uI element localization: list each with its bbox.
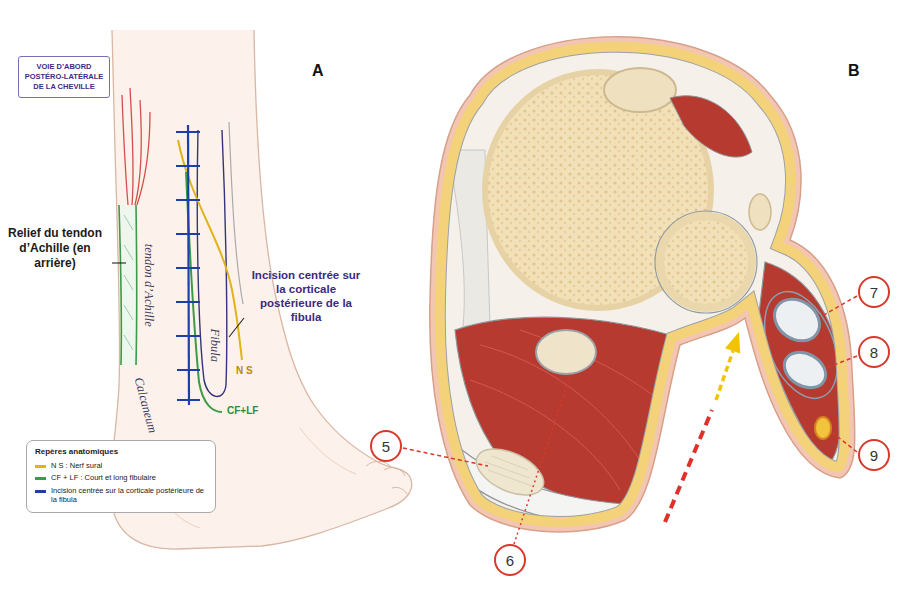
tendon-fibres — [485, 456, 532, 486]
section-ground — [430, 37, 855, 532]
section-interior — [430, 37, 855, 532]
toe-line — [392, 487, 407, 494]
fibula-bone — [660, 216, 752, 308]
legend-text: Incision centrée sur la corticale postér… — [51, 486, 207, 505]
panel-letter: A — [312, 62, 324, 80]
callout-circle: 5 — [369, 429, 403, 463]
callout-leader — [514, 376, 570, 544]
title-box: VOIE D’ABORD POSTÉRO-LATÉRALE DE LA CHEV… — [18, 56, 110, 98]
legend-text: CF + LF : Court et long fibulaire — [51, 473, 156, 482]
legend-box: Repères anatomiques N S : Nerf sural CF + … — [26, 440, 216, 513]
callout-leader — [822, 296, 857, 316]
sural-nerve-section — [815, 417, 831, 439]
skin-layer — [430, 37, 855, 532]
fascia-layer — [430, 37, 855, 532]
approach-path — [665, 410, 712, 522]
legend-heading: Repères anatomiques — [35, 447, 207, 457]
toe-line — [366, 461, 392, 468]
legend-row: N S : Nerf sural — [35, 461, 207, 470]
legend-row: CF + LF : Court et long fibulaire — [35, 473, 207, 482]
tendon-label: CF+LF — [227, 405, 258, 416]
handwritten-label: Fibula — [208, 328, 221, 361]
arrow-head — [725, 332, 740, 354]
small-tendon — [749, 194, 771, 230]
callout-leader — [403, 448, 488, 466]
callout-leader — [826, 356, 857, 368]
cross-section — [403, 37, 857, 544]
legend-swatch — [35, 477, 46, 480]
skin-outline — [430, 37, 855, 532]
callout-circle: 9 — [857, 438, 891, 472]
handwritten-label: tendon d’Achille — [142, 243, 155, 326]
anterior-tendon — [604, 68, 676, 112]
toe-line — [384, 468, 405, 476]
muscle-line — [135, 100, 141, 205]
peroneus-tendon — [778, 345, 832, 395]
callout-number: 9 — [857, 438, 891, 472]
fibula-outline — [197, 130, 227, 396]
anterior-muscle — [670, 96, 752, 157]
legend-row: Incision centrée sur la corticale postér… — [35, 486, 207, 505]
ankle-crease — [300, 428, 356, 474]
approach-arrow — [716, 351, 733, 400]
achilles-hatch — [124, 215, 133, 350]
achilles-tendon — [119, 205, 137, 365]
muscle-line — [137, 112, 150, 205]
callout-leader — [833, 433, 857, 452]
nerve-label: N S — [236, 365, 253, 376]
title-text: VOIE D’ABORD POSTÉRO-LATÉRALE DE LA CHEV… — [23, 62, 105, 92]
callout-number: 8 — [857, 335, 891, 369]
leader-label: Incision centrée sur la corticale postér… — [248, 268, 364, 324]
muscle-line — [130, 88, 133, 205]
callout-circle: 7 — [857, 275, 891, 309]
callout-circle: 8 — [857, 335, 891, 369]
fat-layer — [430, 37, 855, 532]
handwritten-label: Calcaneum — [132, 376, 159, 434]
callout-number: 7 — [857, 275, 891, 309]
muscle-line — [122, 95, 128, 205]
leader-label: Relief du tendon d’Achille (en arrière) — [2, 226, 108, 271]
leader-line — [229, 318, 244, 337]
incision-tick — [176, 132, 200, 400]
leader-line — [112, 262, 126, 263]
peroneal-tendons — [186, 172, 222, 412]
legend-swatch — [35, 465, 46, 468]
periosteum — [655, 211, 757, 313]
achilles-edge — [119, 205, 121, 365]
flexor-tendon — [536, 330, 596, 374]
achilles-edge — [135, 205, 137, 365]
shin-line — [229, 122, 243, 304]
callout-circle: 6 — [493, 543, 527, 577]
callout-number: 5 — [369, 429, 403, 463]
peroneus-tendon — [766, 291, 827, 350]
panel-letter: B — [848, 62, 860, 80]
legend-swatch — [35, 490, 46, 493]
callout-number: 6 — [493, 543, 527, 577]
legend-text: N S : Nerf sural — [51, 461, 102, 470]
